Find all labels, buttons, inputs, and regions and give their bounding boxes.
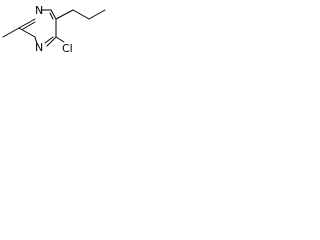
bond-c6-c5-double [49,12,54,20]
bond-propyl-1 [55,9,74,20]
bond-c6-c5 [50,9,57,20]
bond-methyl [2,27,20,38]
bond-c4-cl [55,36,65,43]
bond-c2-n3 [18,27,36,38]
bond-n3-c2-lower [34,36,38,45]
atom-label-n-top: N [35,4,43,17]
atom-label-cl: Cl [62,42,73,55]
atom-label-n-bottom: N [35,41,43,54]
chemical-structure-diagram: N N Cl [2,4,106,55]
bond-c4-n3-double [44,36,54,44]
bond-propyl-2 [72,9,90,20]
bond-c2-n1-double [22,21,36,30]
bond-c2-n1 [18,18,36,29]
bond-c4-n3 [46,36,57,47]
bond-propyl-3 [88,9,106,20]
